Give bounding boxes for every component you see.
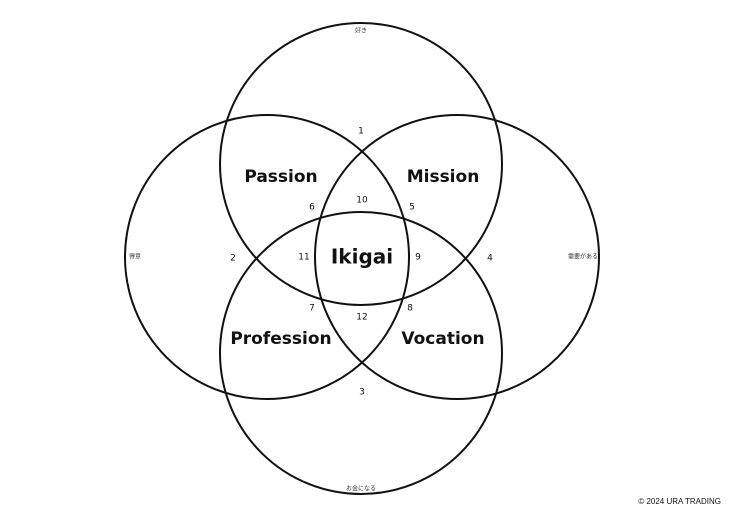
- circle-bottom-label: お金になる: [346, 485, 376, 493]
- region-number: 8: [407, 304, 413, 314]
- circle-top-label: 好き: [355, 27, 367, 35]
- region-number: 3: [359, 388, 365, 398]
- region-passion-label: Passion: [244, 167, 317, 187]
- region-number: 6: [309, 203, 315, 213]
- circle-left: [124, 114, 410, 400]
- copyright-notice: © 2024 URA TRADING: [638, 497, 721, 506]
- region-number: 12: [356, 313, 367, 323]
- region-number: 11: [298, 253, 309, 263]
- region-number: 10: [356, 196, 368, 206]
- region-number: 9: [415, 253, 421, 263]
- region-mission-label: Mission: [407, 167, 480, 187]
- circle-top: [219, 22, 503, 306]
- circle-bottom: [219, 211, 503, 495]
- region-vocation-label: Vocation: [401, 329, 484, 349]
- circle-right-label: 需要がある: [568, 253, 598, 261]
- circle-left-label: 得意: [129, 253, 141, 261]
- region-number: 5: [409, 203, 415, 213]
- region-profession-label: Profession: [230, 329, 331, 349]
- circle-right: [314, 114, 600, 400]
- region-number: 1: [358, 127, 364, 137]
- region-number: 7: [309, 304, 315, 314]
- region-ikigai-label: Ikigai: [331, 245, 393, 269]
- region-number: 2: [230, 254, 236, 264]
- region-number: 4: [487, 254, 493, 264]
